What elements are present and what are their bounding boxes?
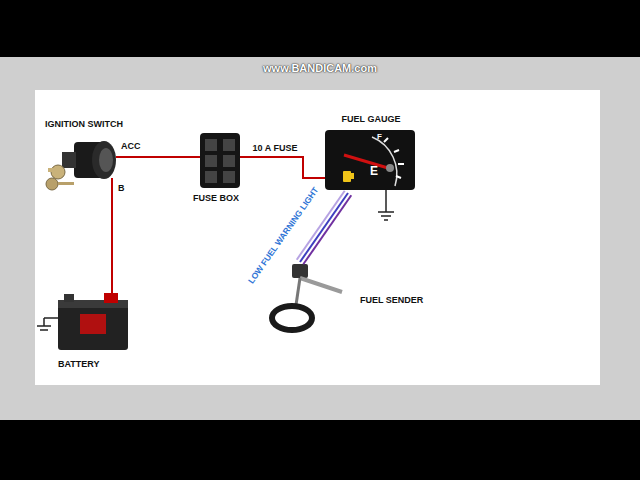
- wire: [112, 201, 113, 290]
- ground-symbol: [43, 318, 45, 326]
- ground-symbol: [378, 190, 394, 220]
- gauge-mark: F: [377, 133, 382, 142]
- battery-picture: [64, 294, 74, 302]
- component-label: FUEL GAUGE: [342, 115, 401, 125]
- component-box: BATTERY: [52, 290, 136, 372]
- fuse-box-picture: [205, 171, 217, 183]
- battery-picture: [111, 290, 113, 294]
- fuel-gauge-picture: [384, 138, 388, 142]
- fuel-gauge-picture: [323, 130, 415, 190]
- fuel-gauge-picture: [343, 171, 351, 182]
- wire-label: 10 A FUSE: [252, 144, 299, 154]
- ignition-switch-picture: [58, 182, 74, 185]
- battery-picture: [104, 293, 118, 303]
- fuse-box-picture: [205, 139, 217, 151]
- fuel-gauge-picture: [325, 130, 415, 190]
- fuse-box-picture: [200, 133, 240, 188]
- fuse-box-picture: [223, 171, 235, 183]
- fuel-sender-picture: [272, 306, 312, 330]
- ignition-switch-picture: [62, 152, 76, 168]
- ground-symbol: [37, 325, 51, 327]
- battery-picture: [58, 290, 128, 350]
- component-box: FUEL GAUGE: [323, 113, 419, 193]
- ignition-switch-picture: [92, 141, 116, 179]
- background-band: [0, 57, 640, 420]
- fuse-box-picture: [185, 133, 247, 188]
- battery-picture: [58, 305, 128, 350]
- fuel-sender-picture: [272, 264, 342, 330]
- fuel-gauge-picture: [398, 163, 404, 165]
- fuel-gauge-picture: [323, 177, 325, 179]
- wire: [247, 157, 323, 178]
- ground-symbol: [385, 190, 387, 212]
- fuel-gauge-picture: [372, 137, 397, 186]
- ignition-switch-picture: [99, 148, 113, 172]
- fuel-gauge-picture: [386, 164, 394, 172]
- fuel-gauge-picture: [351, 173, 354, 179]
- wire: [146, 157, 185, 158]
- battery-picture: [80, 314, 106, 334]
- fuel-sender-picture: [300, 278, 342, 292]
- ground-symbol: [44, 317, 58, 319]
- fuel-sender-picture: [292, 264, 308, 278]
- ground-symbol: [40, 329, 48, 331]
- component-box: FUSE BOX: [185, 131, 247, 209]
- terminal-label: ACC: [121, 142, 141, 152]
- ground-symbol: [381, 215, 391, 217]
- ignition-switch-picture: [46, 141, 146, 201]
- fuse-box-picture: [185, 156, 200, 158]
- component-label: FUEL SENDER: [360, 296, 423, 306]
- fuse-box-picture: [240, 156, 247, 158]
- component-box: IGNITION SWITCH: [42, 117, 146, 201]
- component-box: FUEL SENDER: [237, 262, 437, 342]
- ignition-switch-picture: [111, 178, 113, 201]
- fuel-sender-picture: [296, 278, 300, 305]
- ignition-switch-picture: [48, 168, 62, 172]
- fuse-box-picture: [223, 155, 235, 167]
- component-label: FUSE BOX: [193, 194, 239, 204]
- ground-symbol: [378, 211, 394, 213]
- component-label: IGNITION SWITCH: [45, 120, 123, 130]
- watermark: www.BANDICAM.com: [263, 62, 377, 74]
- white-panel: [35, 90, 600, 385]
- wire: [111, 201, 113, 290]
- fuse-box-picture: [223, 139, 235, 151]
- background-band: [0, 57, 640, 420]
- component-label: BATTERY: [58, 360, 100, 370]
- wire: [146, 156, 185, 158]
- fuel-gauge-picture: [396, 176, 401, 178]
- white-panel: [35, 90, 600, 385]
- fuel-gauge-picture: [394, 150, 399, 152]
- ignition-switch-picture: [116, 156, 146, 158]
- ground-symbol: [37, 318, 58, 330]
- ignition-switch-picture: [46, 178, 58, 190]
- fuel-gauge-picture: [344, 155, 388, 168]
- fuse-box-picture: [205, 155, 217, 167]
- terminal-label: B: [118, 184, 125, 194]
- wire: [247, 157, 323, 178]
- ground-symbol: [384, 219, 388, 221]
- gauge-mark: E: [370, 165, 378, 178]
